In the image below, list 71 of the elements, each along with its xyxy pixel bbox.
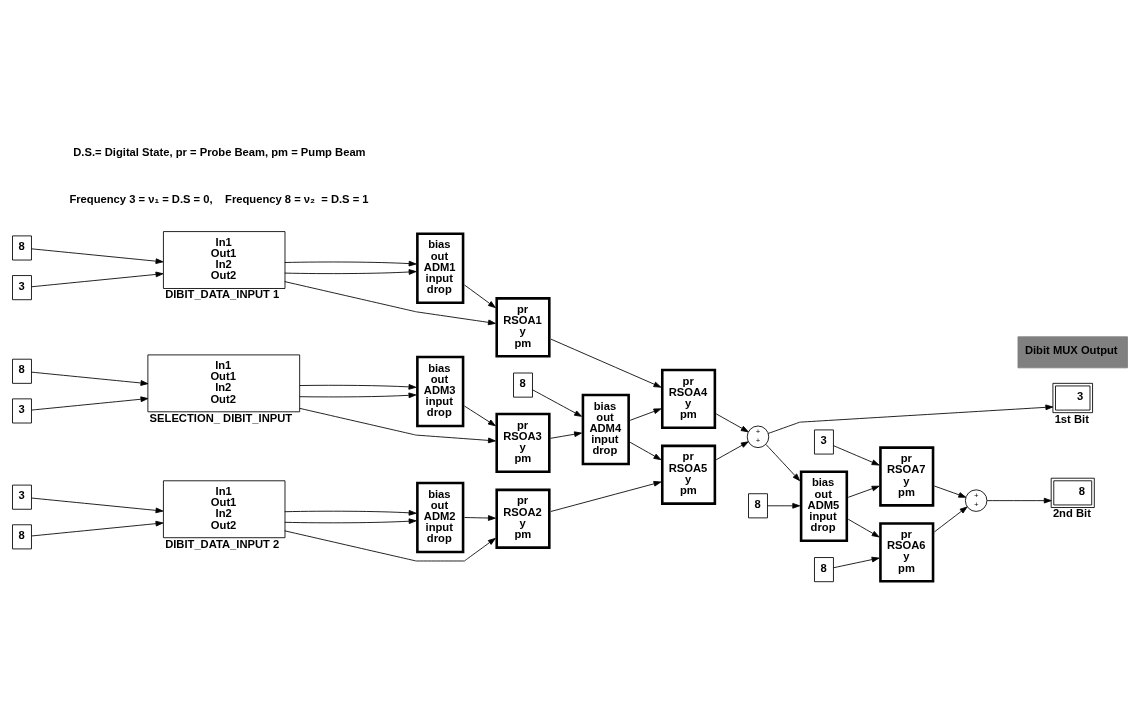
node-box: 3 [12, 397, 32, 423]
arrow [299, 392, 417, 398]
label: Dibit MUX Output [1024, 343, 1118, 356]
node-box: 3 [814, 429, 834, 454]
node-box: pr RSOA5 y pm [660, 444, 717, 505]
arrow [767, 502, 801, 509]
arrow [31, 371, 149, 386]
node-box: pr RSOA1 y pm [495, 296, 551, 357]
node-box: bias out ADM2 input drop [416, 481, 465, 553]
arrow [550, 338, 662, 388]
node-box: 8 [814, 556, 834, 582]
node-box: 3 [12, 274, 32, 300]
arrow [833, 444, 880, 465]
node-box: bias out ADM4 input drop [581, 393, 630, 465]
arrow [715, 412, 749, 432]
node-box: bias out ADM3 input drop [416, 355, 465, 427]
node-box: bias out ADM1 input drop [416, 231, 465, 304]
node-circle: + + [746, 425, 770, 448]
arrow [284, 280, 496, 325]
node-box: bias out ADM5 input drop [799, 469, 849, 542]
node-box: 8 [513, 372, 533, 398]
label: Frequency 3 = ν₁ = D.S = 0, Frequency 8 = ν₂ = D.S = 1 [69, 192, 369, 205]
arrow [629, 407, 662, 421]
arrow [299, 383, 417, 390]
arrow [284, 260, 417, 266]
arrow [933, 506, 968, 532]
arrow [550, 430, 582, 439]
arrow [986, 497, 1052, 503]
arrow [284, 509, 417, 516]
arrow [933, 485, 967, 498]
node-circle: + + [964, 488, 988, 512]
arrow [31, 247, 164, 264]
arrow [31, 497, 164, 513]
arrow [284, 529, 496, 561]
node-box: In1 Out1 In2 Out2 [163, 479, 286, 538]
arrow [532, 388, 582, 417]
arrow [31, 271, 164, 287]
label: D.S.= Digital State, pr = Probe Beam, pm = Pump Beam [73, 145, 366, 158]
node-box: pr RSOA2 y pm [495, 488, 551, 549]
arrow [847, 485, 880, 498]
arrow [284, 268, 417, 275]
arrow [299, 407, 496, 443]
node-box: pr RSOA7 y pm [879, 445, 935, 507]
node-label: SELECTION_ DIBIT_INPUT [149, 411, 293, 424]
arrow [550, 480, 662, 512]
node-box: pr RSOA4 y pm [660, 368, 717, 429]
node-box: 8 [12, 234, 32, 260]
node-label: DIBIT_DATA_INPUT 2 [165, 537, 280, 550]
arrow [464, 405, 496, 426]
node-label: 2nd Bit [1052, 506, 1091, 519]
node-box: 8 [12, 523, 32, 549]
arrow [31, 395, 149, 410]
node-box: 3 [12, 484, 32, 510]
node-box: pr RSOA6 y pm [879, 521, 935, 583]
arrow [765, 443, 801, 481]
node-box: pr RSOA3 y pm [495, 412, 551, 473]
node-box: 8 [748, 492, 768, 518]
node-label: 1st Bit [1054, 412, 1089, 424]
arrow [767, 404, 1054, 434]
arrow [464, 514, 496, 521]
arrow [31, 520, 164, 536]
node-box: In1 Out1 In2 Out2 [163, 230, 286, 289]
arrow [847, 518, 880, 537]
node-label: DIBIT_DATA_INPUT 1 [165, 287, 280, 300]
node-box: In1 Out1 In2 Out2 [147, 353, 301, 412]
arrow [629, 441, 662, 460]
arrow [715, 440, 749, 460]
arrow [833, 556, 880, 568]
arrow [464, 284, 496, 308]
node-box: 8 [12, 358, 32, 384]
arrow [284, 517, 417, 524]
